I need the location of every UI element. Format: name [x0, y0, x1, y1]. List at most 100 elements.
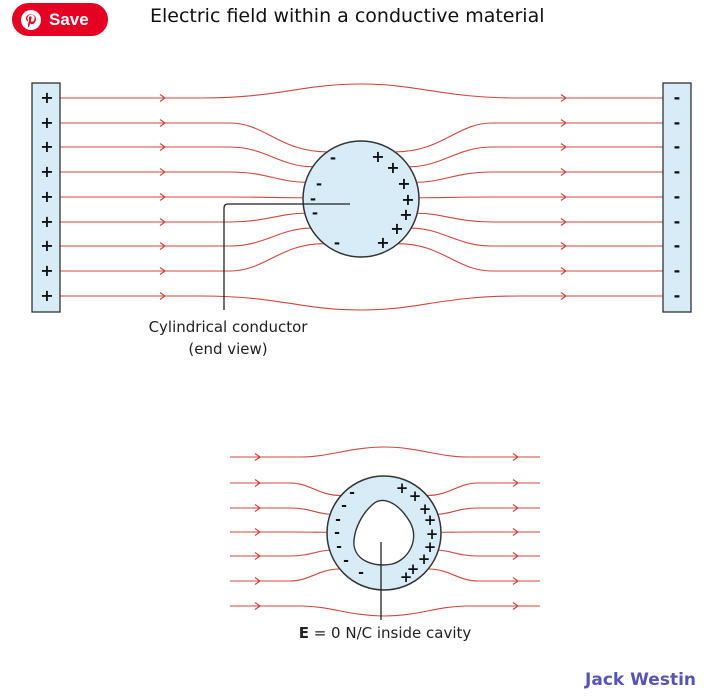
- conductor-pointer-line: [223, 203, 350, 310]
- field-arrow-icon: [560, 292, 568, 300]
- negative-charge: -: [310, 190, 316, 208]
- negative-charge: -: [674, 88, 681, 107]
- field-arrow-icon: [159, 267, 167, 275]
- negative-charge: -: [674, 187, 681, 206]
- positive-charge: +: [40, 88, 53, 107]
- field-arrow-icon: [159, 242, 167, 250]
- field-line: [230, 507, 540, 515]
- field-arrow-icon: [560, 267, 568, 275]
- positive-charge: +: [419, 500, 432, 518]
- positive-charge: +: [40, 137, 53, 156]
- cavity-caption-text: = 0 N/C inside cavity: [308, 624, 472, 642]
- field-line: [230, 446, 540, 458]
- field-lines-top: [60, 83, 663, 311]
- field-arrow-icon: [560, 218, 568, 226]
- positive-charge: +: [376, 233, 389, 252]
- field-arrow-icon: [560, 94, 568, 102]
- cavity-caption: E = 0 N/C inside cavity: [260, 624, 510, 642]
- positive-charge: +: [40, 162, 53, 181]
- positive-charge: +: [400, 568, 413, 586]
- positive-charge: +: [40, 261, 53, 280]
- field-line: [230, 568, 540, 582]
- field-arrow-icon: [512, 453, 520, 461]
- field-line: [60, 171, 663, 183]
- positive-charge: +: [424, 538, 437, 556]
- pinterest-logo-icon: [21, 9, 41, 30]
- field-arrow-icon: [560, 143, 568, 151]
- field-arrow-icon: [159, 143, 167, 151]
- negative-charge: -: [316, 175, 322, 193]
- positive-charge: +: [418, 550, 431, 568]
- page-title: Electric field within a conductive mater…: [150, 5, 545, 27]
- positive-charge: +: [397, 174, 410, 193]
- negative-charge: -: [674, 162, 681, 181]
- positive-charge: +: [390, 219, 403, 238]
- field-arrow-icon: [254, 479, 262, 487]
- figure-cylindrical-conductor: +++++++++ --------- -----+++++++: [31, 82, 692, 313]
- field-line: [230, 482, 540, 497]
- negative-charge: -: [334, 525, 340, 541]
- positive-charge: +: [396, 479, 409, 497]
- negative-charge: -: [341, 498, 347, 514]
- positive-charge: +: [40, 212, 53, 231]
- negative-charge: -: [330, 149, 336, 167]
- brand-label: Jack Westin: [585, 670, 696, 690]
- field-arrow-icon: [159, 292, 167, 300]
- negative-plate: [662, 82, 692, 313]
- field-lines-bottom: [230, 446, 540, 617]
- field-line: [230, 605, 540, 617]
- positive-charge: +: [40, 113, 53, 132]
- positive-charge: +: [401, 190, 414, 209]
- positive-charge: +: [426, 525, 439, 543]
- negative-charge: -: [349, 485, 355, 501]
- field-line: [60, 146, 663, 168]
- save-button[interactable]: Save: [12, 3, 108, 36]
- field-arrow-icon: [512, 504, 520, 512]
- field-arrow-icon: [254, 528, 262, 536]
- field-arrow-icon: [560, 168, 568, 176]
- cavity: [353, 499, 415, 566]
- negative-charge: -: [674, 286, 681, 305]
- field-arrow-icon: [159, 218, 167, 226]
- field-line: [60, 196, 663, 199]
- positive-charge: +: [399, 205, 412, 224]
- field-arrow-icon: [512, 479, 520, 487]
- conductor-caption-line2: (end view): [188, 340, 268, 358]
- negative-charge: -: [312, 204, 318, 222]
- positive-charge: +: [40, 187, 53, 206]
- negative-charge: -: [674, 212, 681, 231]
- negative-charge: -: [334, 234, 340, 252]
- field-line: [60, 83, 663, 99]
- positive-charge: +: [386, 158, 399, 177]
- figure-conductor-with-cavity: -------+++++++++: [230, 446, 540, 620]
- field-arrow-icon: [159, 193, 167, 201]
- field-arrow-icon: [254, 602, 262, 610]
- field-arrow-icon: [560, 242, 568, 250]
- negative-charge: -: [343, 553, 349, 569]
- positive-charge: +: [371, 147, 384, 166]
- field-arrow-icon: [560, 193, 568, 201]
- negative-plate-charges: ---------: [674, 88, 681, 305]
- negative-charge: -: [336, 539, 342, 555]
- field-line: [60, 212, 663, 223]
- positive-charge: +: [409, 487, 422, 505]
- field-arrow-icon: [254, 504, 262, 512]
- field-arrow-icon: [512, 577, 520, 585]
- field-line: [60, 122, 663, 153]
- field-line: [60, 243, 663, 272]
- positive-charge: +: [40, 286, 53, 305]
- field-symbol: E: [298, 624, 309, 642]
- field-arrow-icon: [560, 119, 568, 127]
- positive-charge: +: [40, 236, 53, 255]
- field-arrow-icon: [159, 168, 167, 176]
- cylindrical-conductor: [302, 140, 420, 258]
- field-arrow-icon: [254, 453, 262, 461]
- negative-charge: -: [674, 113, 681, 132]
- conductor-caption: Cylindrical conductor (end view): [128, 318, 328, 358]
- field-arrow-icon: [512, 602, 520, 610]
- field-arrow-icon: [254, 552, 262, 560]
- negative-charge: -: [335, 512, 341, 528]
- conductor-caption-line1: Cylindrical conductor: [148, 318, 308, 336]
- positive-plate-charges: + + + + + + + + +: [40, 88, 53, 305]
- negative-charge: -: [358, 565, 364, 581]
